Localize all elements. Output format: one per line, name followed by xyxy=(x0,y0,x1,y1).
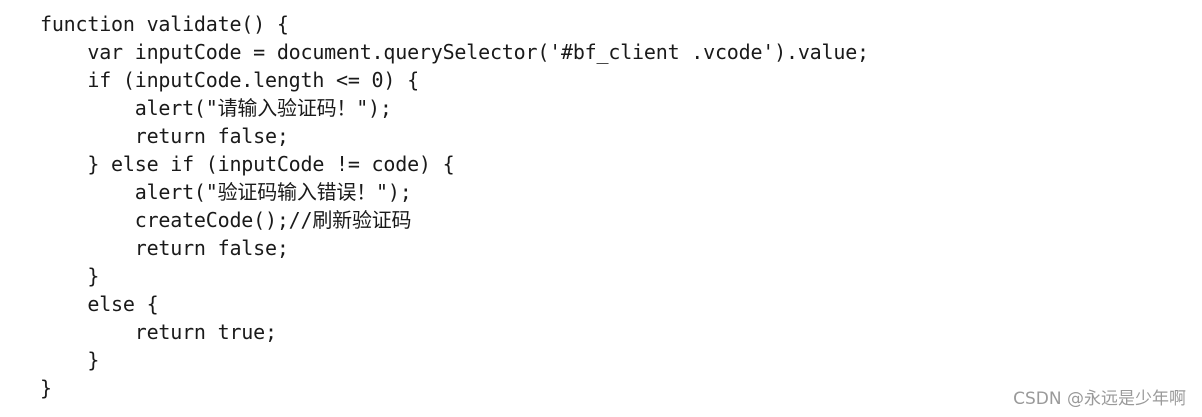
code-line: var inputCode = document.querySelector('… xyxy=(40,40,869,64)
code-line: } xyxy=(40,264,100,288)
csdn-watermark: CSDN @永远是少年啊 xyxy=(1013,389,1186,409)
code-line: return false; xyxy=(40,236,289,260)
code-line: return true; xyxy=(40,320,277,344)
code-line: } xyxy=(40,348,100,372)
code-line: } xyxy=(40,376,52,400)
code-line: function validate() { xyxy=(40,12,289,36)
code-line: alert("验证码输入错误！"); xyxy=(40,180,412,204)
code-line: alert("请输入验证码！"); xyxy=(40,96,392,120)
code-line: createCode();//刷新验证码 xyxy=(40,208,412,232)
code-line: return false; xyxy=(40,124,289,148)
code-line: else { xyxy=(40,292,159,316)
code-line: } else if (inputCode != code) { xyxy=(40,152,455,176)
code-line: if (inputCode.length <= 0) { xyxy=(40,68,419,92)
